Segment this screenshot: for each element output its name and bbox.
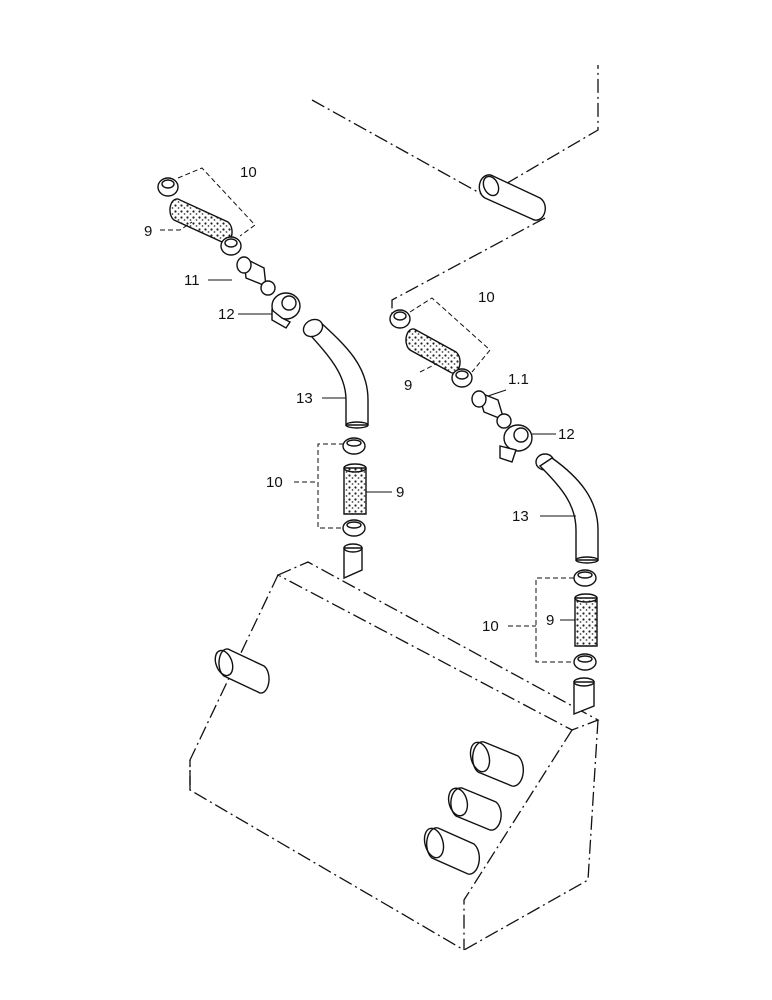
fuel-tank [189, 543, 600, 951]
label-right-hose: 13 [512, 508, 529, 525]
label-left-upper-filter: 9 [144, 223, 152, 240]
label-left-union: 11 [184, 272, 200, 289]
right-tee-fitting [499, 424, 555, 471]
label-right-upper-clamp: 10 [478, 289, 495, 306]
right-upper-filter [405, 328, 461, 374]
right-union-fitting [471, 390, 512, 429]
right-upper-assembly [389, 297, 599, 564]
right-lower-clamp-bottom [573, 653, 597, 671]
tank-port-1 [469, 741, 524, 787]
left-upper-filter [169, 198, 233, 244]
right-lower-assembly [508, 569, 598, 671]
upper-housing [311, 65, 599, 318]
left-upper-clamp-top [157, 177, 179, 197]
tank-neck-center [343, 543, 363, 580]
label-left-tee: 12 [218, 306, 235, 323]
label-right-upper-filter: 9 [404, 377, 412, 394]
label-right-lower-clamp: 10 [482, 618, 499, 635]
right-lower-clamp-top [573, 569, 597, 587]
label-right-tee: 12 [558, 426, 575, 443]
tank-neck-right [573, 677, 595, 716]
left-upper-assembly [157, 167, 369, 429]
tank-port-3 [423, 827, 480, 875]
label-left-upper-clamp: 10 [240, 164, 257, 181]
right-hose [538, 457, 599, 564]
right-upper-clamp-top [389, 309, 411, 329]
left-union-fitting [236, 256, 276, 296]
right-lower-filter [574, 593, 598, 647]
label-right-lower-filter: 9 [546, 612, 554, 629]
tank-inlet-pipe-left [214, 648, 270, 694]
left-upper-clamp-bottom [220, 236, 242, 256]
left-hose [302, 318, 369, 429]
left-lower-clamp-bottom [342, 519, 366, 537]
label-left-hose: 13 [296, 390, 313, 407]
label-right-union: 1.1 [508, 371, 529, 388]
label-left-lower-clamp: 10 [266, 474, 283, 491]
tank-port-2 [447, 787, 502, 831]
callout-labels: 10 9 11 12 13 10 9 10 9 1.1 12 13 10 9 [144, 164, 575, 635]
left-lower-clamp-top [342, 437, 366, 455]
left-tee-fitting [271, 292, 301, 329]
left-lower-filter [343, 463, 367, 515]
label-left-lower-filter: 9 [396, 484, 404, 501]
left-lower-assembly [294, 437, 392, 537]
upper-housing-outlet-pipe [478, 174, 546, 221]
right-upper-clamp-bottom [451, 368, 473, 388]
